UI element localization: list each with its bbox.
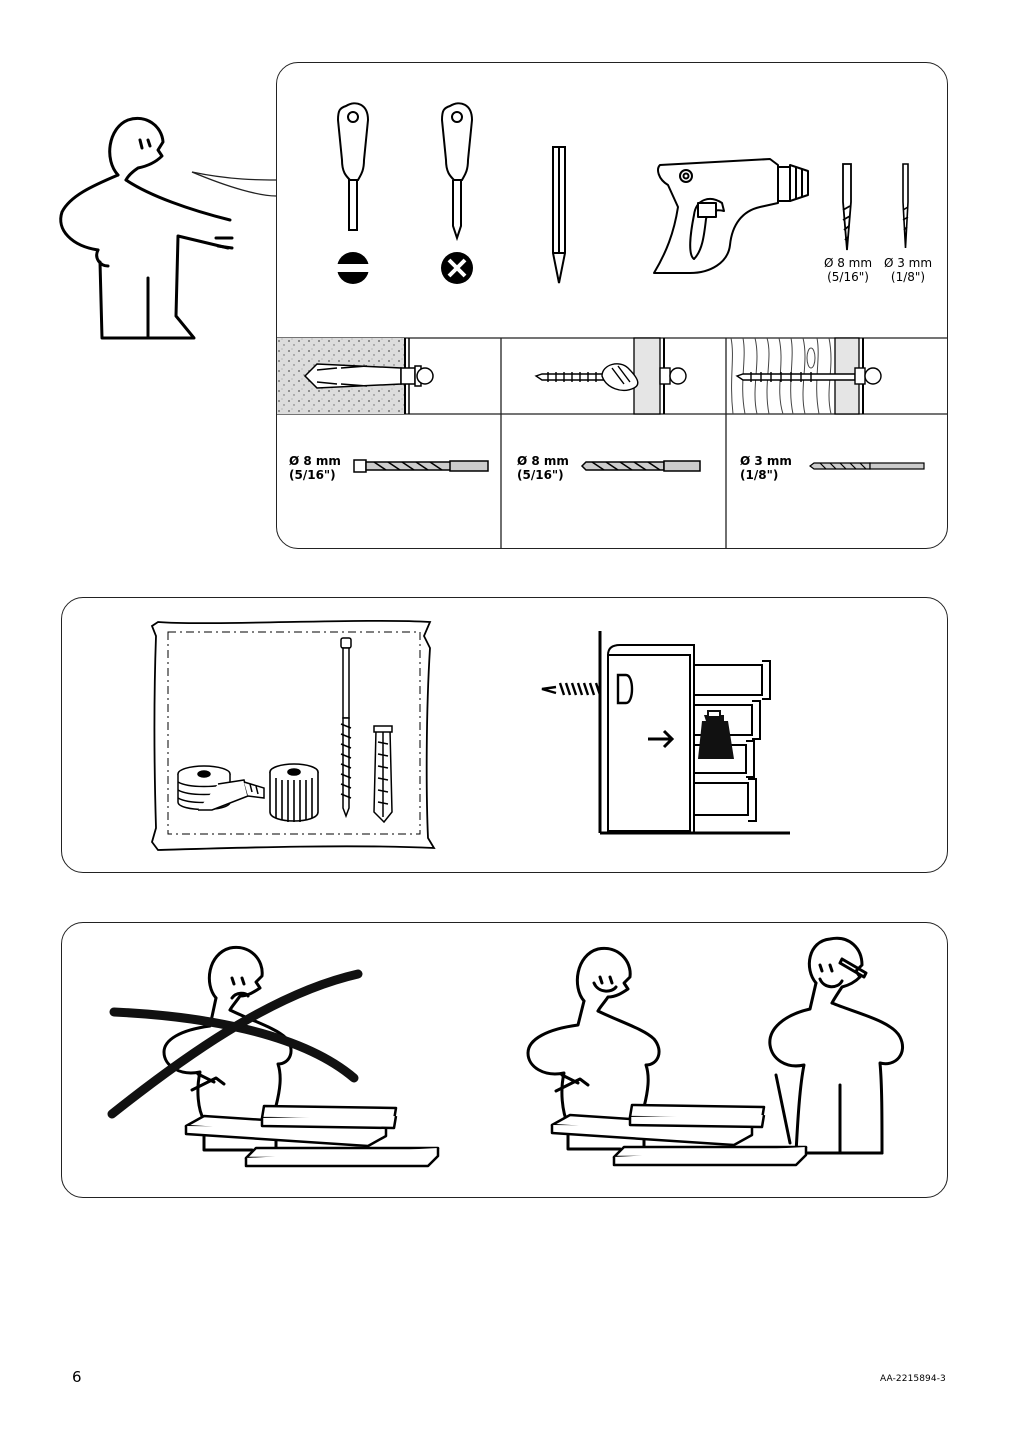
flat-screwdriver-icon <box>336 102 370 284</box>
drill-bit-8mm-inch: (5/16") <box>827 270 869 284</box>
concrete-wall-anchor-illustration <box>277 338 434 414</box>
plasterboard-bit-inch: (5/16") <box>517 468 564 482</box>
drill-bit-3mm-size: Ø 3 mm <box>883 256 933 270</box>
two-persons-illustration <box>526 936 904 1167</box>
drill-icon <box>653 158 809 274</box>
plaster-bit-8mm-icon <box>580 460 701 472</box>
concrete-bit-size: Ø 8 mm <box>289 454 341 468</box>
drill-bit-3mm-inch: (1/8") <box>890 270 926 284</box>
page-number: 6 <box>72 1368 82 1386</box>
masonry-bit-8mm-icon <box>353 459 489 473</box>
pencil-icon <box>552 146 566 284</box>
wood-bit-size: Ø 3 mm <box>740 454 792 468</box>
wood-wall-screw-illustration <box>730 337 882 415</box>
plasterboard-bit-size: Ø 8 mm <box>517 454 569 468</box>
hardware-bag-illustration <box>150 619 436 851</box>
drill-bit-8mm-size: Ø 8 mm <box>823 256 873 270</box>
wood-bit-inch: (1/8") <box>740 468 779 482</box>
wood-bit-3mm-icon <box>809 462 925 470</box>
wall-anchor-cabinet-illustration <box>541 631 790 835</box>
drill-bit-8mm-icon <box>842 163 852 251</box>
document-id: AA-2215894-3 <box>880 1374 946 1384</box>
one-person-crossed-out-illustration <box>107 945 440 1168</box>
phillips-screwdriver-icon <box>440 102 474 284</box>
drill-bit-3mm-icon <box>902 163 909 249</box>
concrete-bit-inch: (5/16") <box>289 468 336 482</box>
wall-fixing-panel <box>61 597 948 873</box>
plasterboard-wall-anchor-illustration <box>534 337 687 415</box>
